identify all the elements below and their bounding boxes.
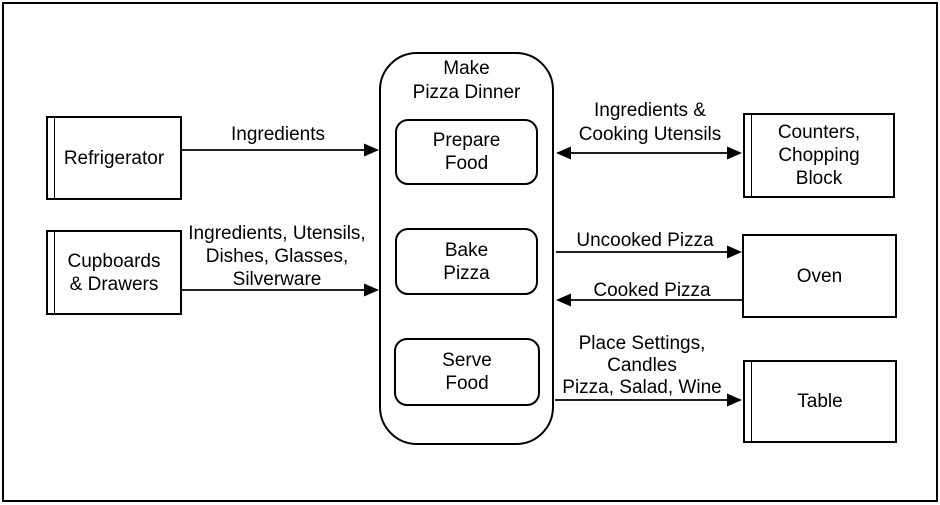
process-title-line2: Pizza Dinner	[412, 82, 521, 103]
step-serve-food-label-line2: Food	[445, 373, 489, 394]
step-serve-food: Serve Food	[394, 338, 540, 406]
flow-label-pantry-line1: Ingredients, Utensils,	[188, 223, 366, 244]
arrow-refrigerator-to-process	[182, 143, 379, 157]
entity-cupboards-label-line2: & Drawers	[69, 273, 159, 295]
entity-refrigerator: Refrigerator	[46, 116, 182, 200]
step-prepare-food: Prepare Food	[395, 119, 538, 185]
flow-label-table-line3: Pizza, Salad, Wine	[562, 377, 722, 398]
step-prepare-food-label-line1: Prepare	[432, 130, 501, 151]
flow-label-table-items: Place Settings, Candles Pizza, Salad, Wi…	[522, 333, 762, 399]
flow-label-utensils-line1: Ingredients &	[594, 100, 706, 121]
entity-table: Table	[743, 360, 897, 443]
arrow-oven-to-process	[556, 293, 742, 307]
flow-label-table-line2: Candles	[607, 355, 677, 376]
flow-label-ingredients: Ingredients	[178, 123, 378, 146]
flow-label-pantry-line2: Dishes, Glasses,	[205, 246, 349, 267]
flow-label-table-line1: Place Settings,	[578, 333, 706, 354]
flow-label-pantry-items: Ingredients, Utensils, Dishes, Glasses, …	[167, 222, 387, 291]
entity-oven-label: Oven	[796, 265, 843, 287]
flow-label-cooked-pizza: Cooked Pizza	[552, 279, 752, 302]
arrow-process-counters-bidirectional	[556, 146, 742, 160]
arrow-process-to-oven	[556, 245, 742, 259]
flow-label-cooked-pizza-text: Cooked Pizza	[593, 280, 711, 301]
flow-label-pantry-line3: Silverware	[232, 269, 322, 290]
entity-table-label: Table	[797, 391, 843, 412]
entity-oven: Oven	[742, 234, 897, 318]
step-serve-food-label-line1: Serve	[442, 350, 492, 371]
process-make-pizza-dinner: Make Pizza Dinner Prepare Food Bake Pizz…	[379, 52, 554, 445]
process-title-line1: Make	[443, 58, 490, 79]
flow-label-ingredients-text: Ingredients	[230, 124, 325, 145]
entity-counters-chopping-block: Counters, Chopping Block	[743, 113, 895, 198]
flow-label-utensils-line2: Cooking Utensils	[578, 124, 722, 145]
flow-label-ingredients-cooking-utensils: Ingredients & Cooking Utensils	[550, 99, 750, 147]
entity-counters-label-line3: Block	[795, 168, 843, 189]
arrow-process-to-table	[555, 393, 742, 407]
entity-cupboards-drawers: Cupboards & Drawers	[46, 230, 182, 315]
flow-label-uncooked-pizza: Uncooked Pizza	[545, 229, 745, 252]
entity-refrigerator-label: Refrigerator	[63, 147, 165, 169]
entity-counters-label-line1: Counters,	[777, 122, 861, 143]
arrow-cupboards-to-process	[182, 283, 379, 297]
entity-counters-label-line2: Chopping	[778, 145, 860, 166]
step-prepare-food-label-line2: Food	[444, 153, 489, 174]
entity-cupboards-label-line1: Cupboards	[67, 250, 161, 272]
process-title: Make Pizza Dinner	[381, 54, 552, 105]
step-bake-pizza: Bake Pizza	[395, 228, 538, 295]
step-bake-pizza-label-line2: Pizza	[443, 262, 490, 284]
step-bake-pizza-label-line1: Bake	[444, 239, 489, 261]
flow-label-uncooked-pizza-text: Uncooked Pizza	[576, 230, 714, 251]
